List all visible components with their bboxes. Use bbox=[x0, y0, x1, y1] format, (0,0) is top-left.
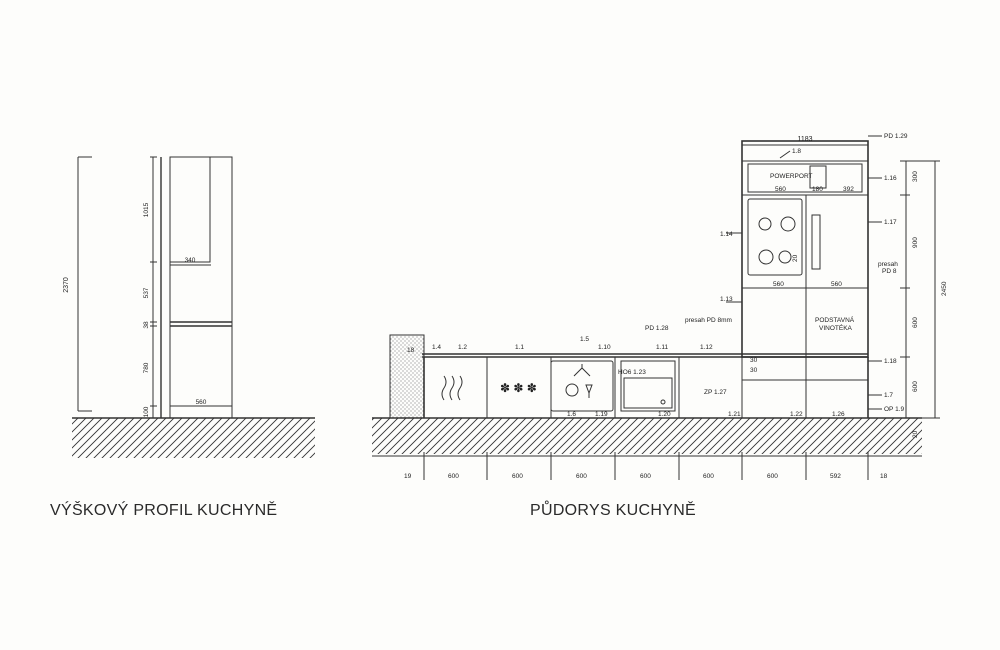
svg-text:PD 1.29: PD 1.29 bbox=[884, 133, 908, 140]
svg-text:560: 560 bbox=[773, 281, 784, 288]
bottom-dim: 600 bbox=[703, 473, 714, 480]
heat-wave-icon bbox=[441, 375, 463, 401]
bottom-dim: 592 bbox=[830, 473, 841, 480]
svg-text:1.16: 1.16 bbox=[884, 175, 897, 182]
bottom-dim: 600 bbox=[512, 473, 523, 480]
bottom-dim: 600 bbox=[640, 473, 651, 480]
svg-text:1.20: 1.20 bbox=[658, 411, 671, 418]
svg-text:PD 1.28: PD 1.28 bbox=[645, 325, 669, 332]
glass-icon bbox=[585, 384, 593, 398]
plan-view bbox=[372, 135, 940, 480]
svg-text:ZP 1.27: ZP 1.27 bbox=[704, 389, 727, 396]
svg-text:HO6 1.23: HO6 1.23 bbox=[618, 369, 646, 376]
svg-text:OP 1.9: OP 1.9 bbox=[884, 406, 905, 413]
height-profile bbox=[72, 156, 315, 458]
svg-text:2450: 2450 bbox=[941, 281, 948, 296]
svg-text:1.1: 1.1 bbox=[515, 344, 524, 351]
svg-text:VINOTÉKA: VINOTÉKA bbox=[819, 323, 853, 332]
snowflake-icon: ✽ ✽ ✽ bbox=[500, 381, 537, 395]
svg-text:1.6: 1.6 bbox=[567, 411, 576, 418]
dim-lower-height: 780 bbox=[143, 362, 150, 373]
side-view-title: VÝŠKOVÝ PROFIL KUCHYNĚ bbox=[50, 502, 278, 519]
svg-text:1.11: 1.11 bbox=[656, 344, 669, 351]
svg-text:1.19: 1.19 bbox=[595, 411, 608, 418]
svg-text:30: 30 bbox=[750, 367, 758, 374]
tall-cabinet bbox=[169, 156, 233, 419]
svg-text:18: 18 bbox=[407, 347, 415, 354]
svg-text:600: 600 bbox=[912, 317, 919, 328]
svg-text:presah PD 8mm: presah PD 8mm bbox=[685, 317, 732, 324]
dim-upper-depth: 340 bbox=[185, 257, 196, 264]
svg-text:1.12: 1.12 bbox=[700, 344, 713, 351]
svg-text:560: 560 bbox=[831, 281, 842, 288]
svg-text:900: 900 bbox=[912, 237, 919, 248]
bottom-dim: 600 bbox=[767, 473, 778, 480]
svg-text:1.26: 1.26 bbox=[832, 411, 845, 418]
svg-text:1.4: 1.4 bbox=[432, 344, 441, 351]
svg-text:560: 560 bbox=[775, 186, 786, 193]
dim-middle-height: 537 bbox=[143, 287, 150, 298]
bottom-dim: 19 bbox=[404, 473, 412, 480]
svg-text:1.17: 1.17 bbox=[884, 219, 897, 226]
tap-icon bbox=[573, 364, 591, 377]
svg-text:1.8: 1.8 bbox=[792, 148, 801, 155]
dim-upper-height: 1015 bbox=[143, 202, 150, 217]
svg-text:PODSTAVNÁ: PODSTAVNÁ bbox=[815, 315, 855, 324]
svg-text:1.22: 1.22 bbox=[790, 411, 803, 418]
svg-text:30: 30 bbox=[750, 357, 758, 364]
bottom-dim: 600 bbox=[448, 473, 459, 480]
svg-text:392: 392 bbox=[843, 186, 854, 193]
svg-text:1.10: 1.10 bbox=[598, 344, 611, 351]
svg-text:1.13: 1.13 bbox=[720, 296, 733, 303]
dim-lower-depth: 560 bbox=[196, 399, 207, 406]
dim-total-height: 2370 bbox=[63, 277, 70, 293]
floor-hatch-right bbox=[372, 418, 922, 454]
svg-text:600: 600 bbox=[912, 381, 919, 392]
svg-text:20: 20 bbox=[792, 254, 799, 262]
side-panel bbox=[389, 334, 425, 419]
dim-gap-height: 38 bbox=[143, 321, 150, 329]
svg-text:180: 180 bbox=[812, 186, 823, 193]
plan-view-title: PŮDORYS KUCHYNĚ bbox=[530, 502, 697, 519]
svg-text:20: 20 bbox=[912, 430, 919, 438]
bottom-dim: 600 bbox=[576, 473, 587, 480]
svg-text:1.2: 1.2 bbox=[458, 344, 467, 351]
floor-hatch-left bbox=[72, 418, 315, 458]
svg-text:POWERPORT: POWERPORT bbox=[770, 173, 813, 180]
top-width: 1183 bbox=[797, 136, 812, 143]
svg-text:1.14: 1.14 bbox=[720, 231, 733, 238]
bottom-dim: 18 bbox=[880, 473, 888, 480]
svg-text:presah: presah bbox=[878, 261, 898, 268]
dim-plinth-height: 100 bbox=[143, 406, 150, 417]
svg-text:PD 8: PD 8 bbox=[882, 268, 897, 275]
svg-text:1.18: 1.18 bbox=[884, 358, 897, 365]
svg-text:1.5: 1.5 bbox=[580, 336, 589, 343]
tall-unit bbox=[741, 140, 869, 358]
sink-unit bbox=[550, 360, 614, 412]
svg-text:1.21: 1.21 bbox=[728, 411, 741, 418]
svg-text:1.7: 1.7 bbox=[884, 392, 893, 399]
svg-text:300: 300 bbox=[912, 171, 919, 182]
